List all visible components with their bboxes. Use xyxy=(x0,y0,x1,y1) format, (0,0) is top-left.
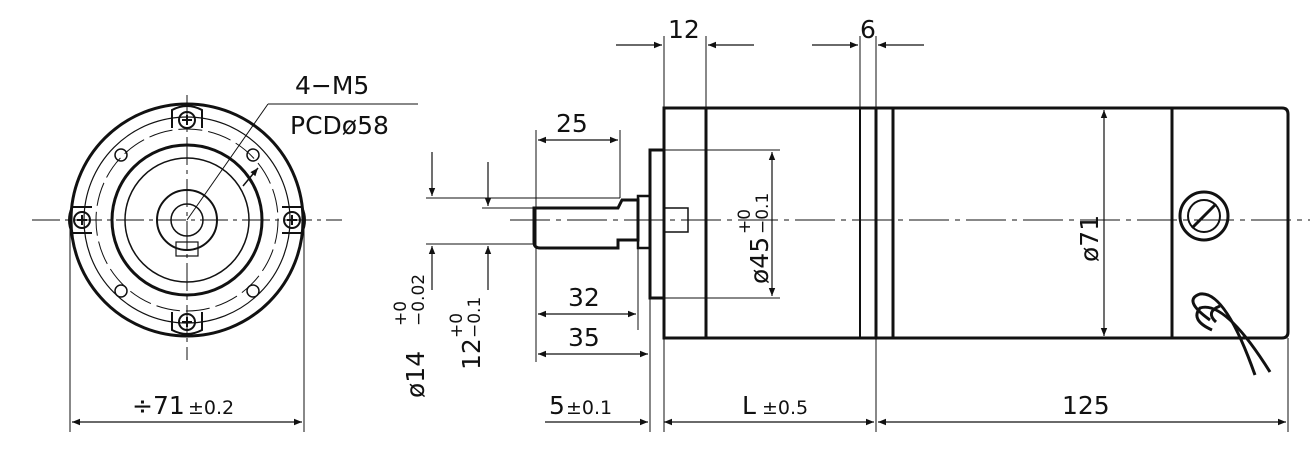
mount-hole-icon xyxy=(114,148,128,162)
front-diameter-label: ÷71 xyxy=(132,391,185,420)
dim-5-label: 5 xyxy=(549,391,565,420)
dim-5-tolerance: ±0.1 xyxy=(566,397,612,419)
shaft-dia-tol-lower: −0.02 xyxy=(409,274,429,326)
dim-6-label: 6 xyxy=(860,15,876,44)
screw-icon xyxy=(282,206,306,234)
flange xyxy=(648,148,666,300)
terminal-screw-icon xyxy=(1178,190,1230,242)
front-view xyxy=(32,95,418,432)
screw-icon xyxy=(171,312,203,335)
pilot-boss xyxy=(636,194,652,250)
key-tol-lower: −0.1 xyxy=(465,297,485,338)
dim-12-label: 12 xyxy=(668,15,700,44)
motor-body xyxy=(662,106,1290,340)
shaft-key-detail xyxy=(175,241,199,257)
pilot-tol-lower: −0.1 xyxy=(753,193,773,234)
dim-125-label: 125 xyxy=(1062,391,1110,420)
dim-25-label: 25 xyxy=(556,109,588,138)
output-shaft xyxy=(532,198,640,250)
mount-hole-icon xyxy=(246,148,260,162)
body-dia-label: ø71 xyxy=(1075,215,1104,262)
cable-icon xyxy=(1191,292,1272,376)
pilot-dia-label: ø45 xyxy=(745,237,774,284)
pilot-inner-circle xyxy=(124,157,250,283)
outer-housing-circle xyxy=(69,102,305,338)
pilot-tol-upper: +0 xyxy=(735,209,755,234)
shaft-dia-label: ø14 xyxy=(401,351,430,398)
dim-L-label: L xyxy=(742,391,756,420)
dim-35-label: 35 xyxy=(568,323,600,352)
side-view xyxy=(426,36,1310,432)
pcd-arrow xyxy=(242,167,259,187)
mount-hole-icon xyxy=(114,284,128,298)
front-diameter-tolerance: ±0.2 xyxy=(188,397,234,419)
screw-icon xyxy=(68,206,92,234)
shaft-dia-tol-upper: +0 xyxy=(391,301,411,326)
mount-hole-icon xyxy=(246,284,260,298)
shaft-boss-circle xyxy=(156,189,218,251)
dim-L-tolerance: ±0.5 xyxy=(762,397,808,419)
hole-spec-label: 4−M5 xyxy=(295,71,369,100)
shaft-circle xyxy=(170,203,204,237)
pilot-circle xyxy=(110,143,264,297)
key-tol-upper: +0 xyxy=(447,313,467,338)
key-height-label: 12 xyxy=(457,338,486,370)
dim-32-label: 32 xyxy=(568,283,600,312)
pcd-label: PCDø58 xyxy=(290,111,389,140)
pcd-leader xyxy=(186,103,269,221)
screw-icon xyxy=(171,105,203,129)
